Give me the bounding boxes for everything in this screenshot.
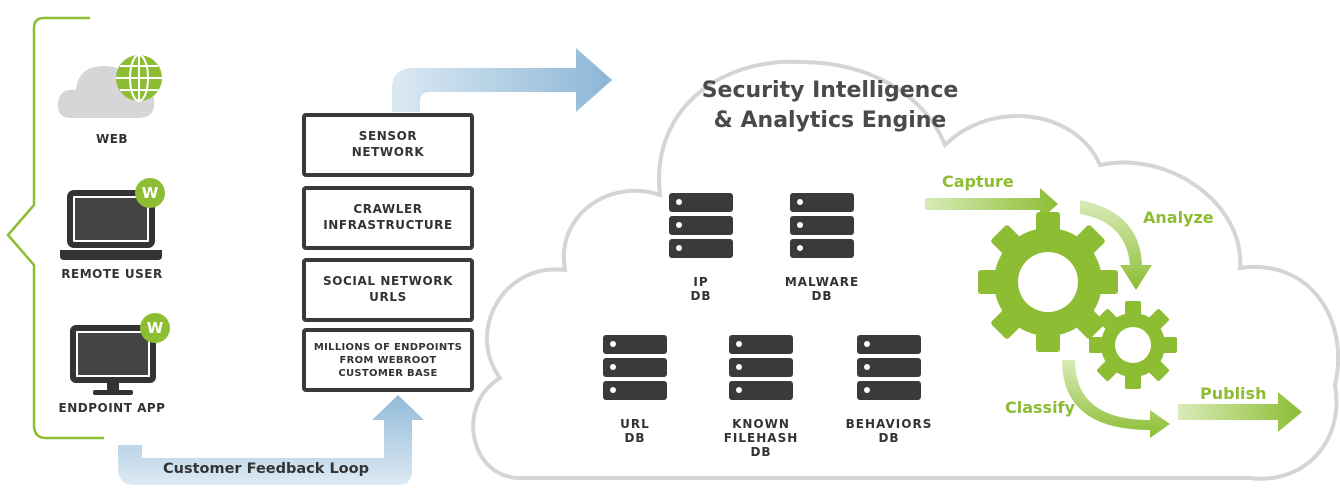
analyze-arrow xyxy=(1080,200,1152,290)
source-label-web: WEB xyxy=(95,132,129,146)
classify-arrow xyxy=(1062,360,1170,438)
feedback-loop-label: Customer Feedback Loop xyxy=(163,461,369,477)
gear-large-icon xyxy=(978,212,1118,352)
db-label-ip: IP DB xyxy=(690,275,712,303)
desktop-icon xyxy=(70,325,156,395)
webroot-badge-icon xyxy=(140,313,170,343)
step-capture: Capture xyxy=(942,172,1014,191)
webroot-badge-icon xyxy=(135,178,165,208)
db-label-malware: MALWARE DB xyxy=(784,275,860,303)
collector-label: SOCIAL NETWORK URLS xyxy=(322,274,454,304)
db-label-url: URL DB xyxy=(620,417,650,445)
collector-social-network-urls: SOCIAL NETWORK URLS xyxy=(302,258,474,322)
cloud-globe-icon xyxy=(57,54,162,118)
laptop-icon xyxy=(60,190,162,260)
collector-crawler-infrastructure: CRAWLER INFRASTRUCTURE xyxy=(302,186,474,250)
step-classify: Classify xyxy=(1005,398,1075,417)
publish-arrow xyxy=(1178,392,1302,432)
collector-label: SENSOR NETWORK xyxy=(351,129,425,159)
db-label-known-filehash: KNOWN FILEHASH DB xyxy=(723,417,799,459)
source-label-endpoint-app: ENDPOINT APP xyxy=(58,401,166,415)
collector-endpoints: MILLIONS OF ENDPOINTS FROM WEBROOT CUSTO… xyxy=(302,328,474,392)
gear-small-icon xyxy=(1089,301,1177,389)
collector-sensor-network: SENSOR NETWORK xyxy=(302,113,474,177)
ingest-arrow xyxy=(392,48,612,112)
collector-label: MILLIONS OF ENDPOINTS FROM WEBROOT CUSTO… xyxy=(313,341,463,379)
badge-letter: W xyxy=(141,184,159,202)
step-publish: Publish xyxy=(1200,384,1267,403)
capture-arrow xyxy=(925,188,1058,220)
collector-label: CRAWLER INFRASTRUCTURE xyxy=(323,202,453,232)
source-label-remote-user: REMOTE USER xyxy=(61,267,163,281)
database-icon xyxy=(603,193,921,400)
engine-title: Security Intelligence & Analytics Engine xyxy=(701,78,959,133)
feedback-loop-arrow xyxy=(118,395,424,485)
db-label-behaviors: BEHAVIORS DB xyxy=(845,417,933,445)
step-analyze: Analyze xyxy=(1143,208,1214,227)
badge-letter: W xyxy=(146,319,164,337)
source-bracket xyxy=(6,16,104,440)
